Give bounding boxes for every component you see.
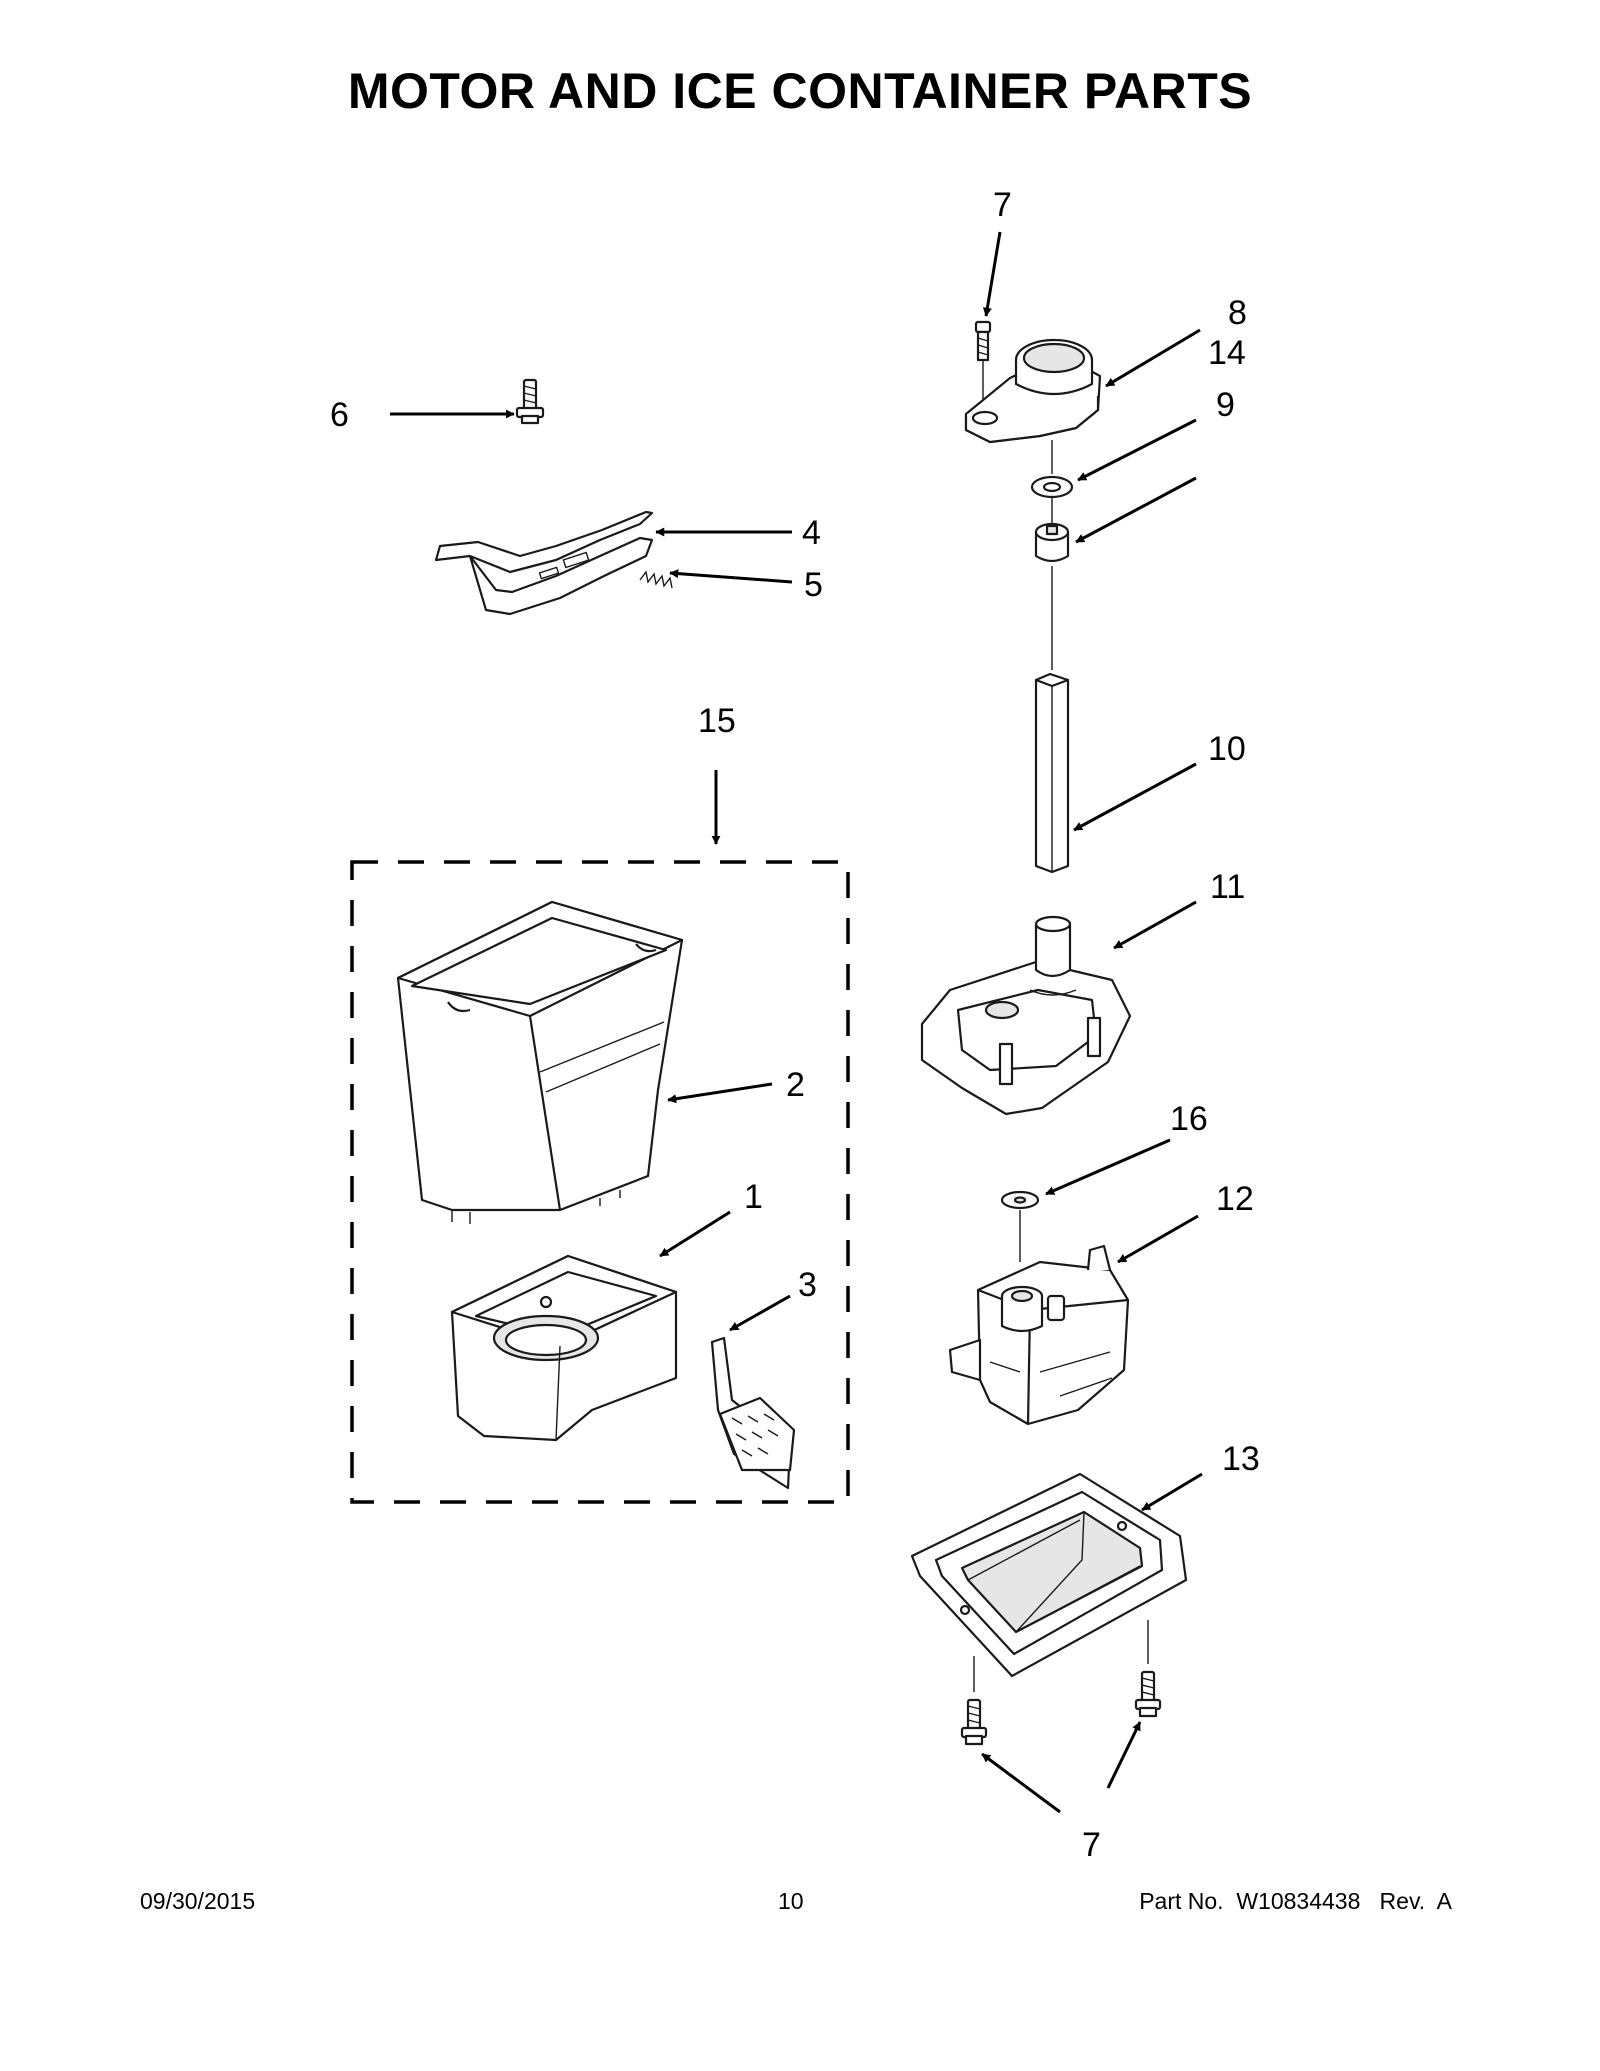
callout-7-bottom: 7 bbox=[1082, 1826, 1101, 1864]
part-8-bearing-bracket bbox=[964, 338, 1102, 444]
callout-16: 16 bbox=[1170, 1100, 1208, 1138]
leader-7-bottom-left bbox=[981, 1752, 1061, 1814]
leader-13 bbox=[1141, 1472, 1203, 1512]
leader-1 bbox=[659, 1210, 731, 1258]
leader-2 bbox=[667, 1082, 773, 1104]
part-11-motor-cover bbox=[920, 915, 1132, 1116]
callout-1: 1 bbox=[744, 1178, 763, 1216]
part-13-tray bbox=[910, 1472, 1188, 1678]
callout-2: 2 bbox=[786, 1066, 805, 1104]
callout-12: 12 bbox=[1216, 1180, 1254, 1218]
callout-7-top: 7 bbox=[993, 186, 1012, 224]
leader-9 bbox=[1077, 418, 1197, 482]
leader-5 bbox=[669, 569, 793, 584]
part-2-ice-bucket bbox=[396, 900, 684, 1224]
part-4-lever bbox=[434, 510, 654, 616]
callout-8: 8 bbox=[1228, 294, 1247, 332]
callout-4: 4 bbox=[802, 514, 821, 552]
callout-5: 5 bbox=[804, 566, 823, 604]
part-3-cover bbox=[710, 1336, 796, 1490]
leader-16 bbox=[1045, 1138, 1171, 1196]
footer-page-number: 10 bbox=[778, 1888, 804, 1914]
callout-6: 6 bbox=[330, 396, 349, 434]
part-1-funnel bbox=[450, 1254, 678, 1442]
callout-14: 14 bbox=[1208, 334, 1246, 372]
leader-7-top bbox=[982, 231, 1002, 317]
page-title: MOTOR AND ICE CONTAINER PARTS bbox=[347, 63, 1253, 119]
part-16-washer bbox=[1000, 1190, 1040, 1262]
callout-3: 3 bbox=[798, 1266, 817, 1304]
part-9-washer bbox=[1030, 440, 1074, 499]
leader-10 bbox=[1073, 762, 1197, 832]
callout-11: 11 bbox=[1210, 868, 1245, 906]
footer-date: 09/30/2015 bbox=[140, 1888, 256, 1914]
part-14-bushing bbox=[1034, 498, 1070, 563]
assembly-15-boundary bbox=[350, 860, 850, 1504]
part-12-motor bbox=[948, 1244, 1130, 1426]
part-6-screw bbox=[515, 378, 545, 425]
leader-11 bbox=[1113, 900, 1197, 950]
leader-12 bbox=[1117, 1214, 1199, 1264]
leader-14 bbox=[1075, 476, 1197, 544]
callout-9: 9 bbox=[1216, 386, 1235, 424]
callout-13: 13 bbox=[1222, 1440, 1260, 1478]
part-10-shaft bbox=[1034, 566, 1070, 874]
part-7-screw-bottom-left bbox=[960, 1656, 988, 1746]
footer-part-number: Part No. W10834438 Rev. A bbox=[1139, 1888, 1452, 1914]
callout-10: 10 bbox=[1208, 730, 1246, 768]
part-5-spring bbox=[639, 570, 673, 589]
leader-8 bbox=[1105, 328, 1201, 388]
leader-7-bottom-right bbox=[1106, 1721, 1142, 1789]
leader-3 bbox=[729, 1294, 791, 1332]
callout-15: 15 bbox=[698, 702, 736, 740]
part-7-screw-top bbox=[974, 320, 992, 400]
part-7-screw-bottom-right bbox=[1134, 1620, 1162, 1718]
